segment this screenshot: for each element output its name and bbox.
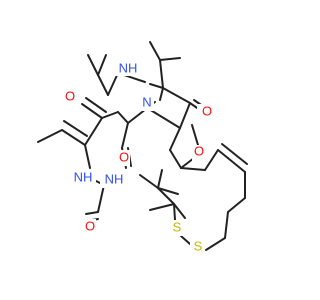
bond: [173, 203, 186, 219]
bond: [217, 149, 246, 173]
bond: [162, 87, 191, 104]
bond: [84, 117, 103, 146]
atom-o-low: O: [85, 218, 95, 233]
bond: [121, 122, 129, 149]
atom-nh-top: NH: [119, 60, 138, 75]
bond: [97, 184, 105, 213]
atom-o-ring: O: [194, 143, 204, 158]
bond: [87, 54, 99, 76]
atom-nh-mid: NH: [105, 171, 124, 186]
bond: [117, 111, 129, 124]
atom-labels: NH N O O O NH O NH O S S: [62, 60, 212, 256]
bond: [97, 54, 107, 76]
bond: [159, 87, 164, 101]
bond: [157, 169, 163, 189]
bond: [157, 187, 179, 195]
bond: [63, 120, 88, 137]
molecule-canvas: NH N O O O NH O NH O S S: [37, 41, 248, 256]
bonds: [37, 41, 248, 251]
bond: [149, 203, 175, 211]
bond: [101, 111, 119, 119]
bond: [107, 72, 119, 96]
bond: [157, 187, 175, 205]
bond: [159, 59, 164, 89]
bond: [173, 203, 176, 221]
bond: [169, 149, 182, 169]
bond: [85, 211, 99, 215]
bond: [159, 57, 181, 61]
bond: [224, 211, 229, 239]
bond: [180, 235, 191, 245]
atom-o-mid: O: [119, 149, 129, 164]
atom-o-ester-carbonyl: O: [202, 103, 212, 118]
bond: [227, 197, 246, 213]
bond: [180, 167, 206, 171]
bond: [149, 41, 161, 61]
bond: [81, 103, 103, 119]
bond: [37, 129, 63, 143]
bond: [61, 129, 86, 146]
bond: [169, 127, 181, 151]
atom-o-left: O: [65, 88, 75, 103]
bond: [149, 83, 164, 89]
bond: [84, 144, 91, 169]
bond: [179, 102, 191, 129]
bond: [221, 143, 248, 165]
bond: [191, 124, 199, 146]
bond: [205, 237, 226, 251]
atom-s-lower: S: [194, 238, 203, 253]
bond: [97, 74, 109, 96]
bond: [139, 174, 159, 189]
bond: [85, 97, 107, 113]
bond: [204, 149, 219, 171]
atom-nh-left: NH: [74, 169, 93, 184]
structure-diagram: NH N O O O NH O NH O S S: [37, 41, 248, 256]
atom-s-upper: S: [173, 219, 182, 234]
atom-n-mid: N: [142, 94, 151, 109]
